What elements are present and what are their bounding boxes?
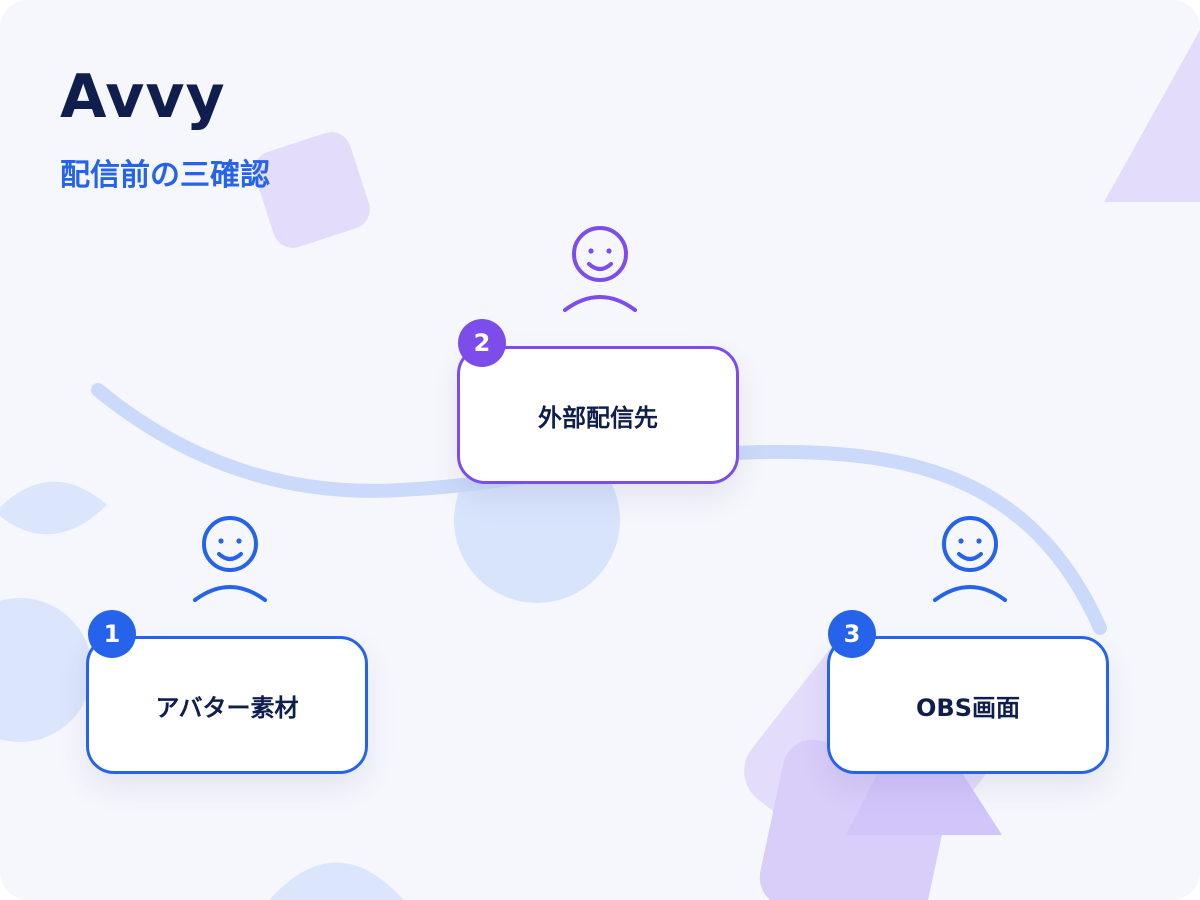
node-number-badge: 3: [828, 610, 876, 658]
person-icon: [193, 516, 267, 602]
node-card-obs-screen: OBS画面: [827, 636, 1109, 774]
node-label: アバター素材: [155, 693, 299, 722]
node-label: 外部配信先: [538, 403, 658, 432]
person-icon: [933, 516, 1007, 602]
node-card-external-destination: 外部配信先: [457, 346, 739, 484]
subtitle: 配信前の三確認: [60, 158, 270, 193]
node-label: OBS画面: [916, 693, 1020, 722]
decor-triangle: [1104, 30, 1200, 202]
brand-logo: Avvy: [60, 62, 226, 132]
decor-circle-left: [0, 598, 92, 742]
node-number-badge: 2: [458, 319, 506, 367]
decor-leaf-bottom: [269, 862, 404, 900]
node-card-avatar-assets: アバター素材: [86, 636, 368, 774]
decor-leaf-left: [0, 481, 107, 535]
person-icon: [563, 226, 637, 312]
decor-rounded-square: [254, 132, 370, 248]
node-number-badge: 1: [88, 610, 136, 658]
